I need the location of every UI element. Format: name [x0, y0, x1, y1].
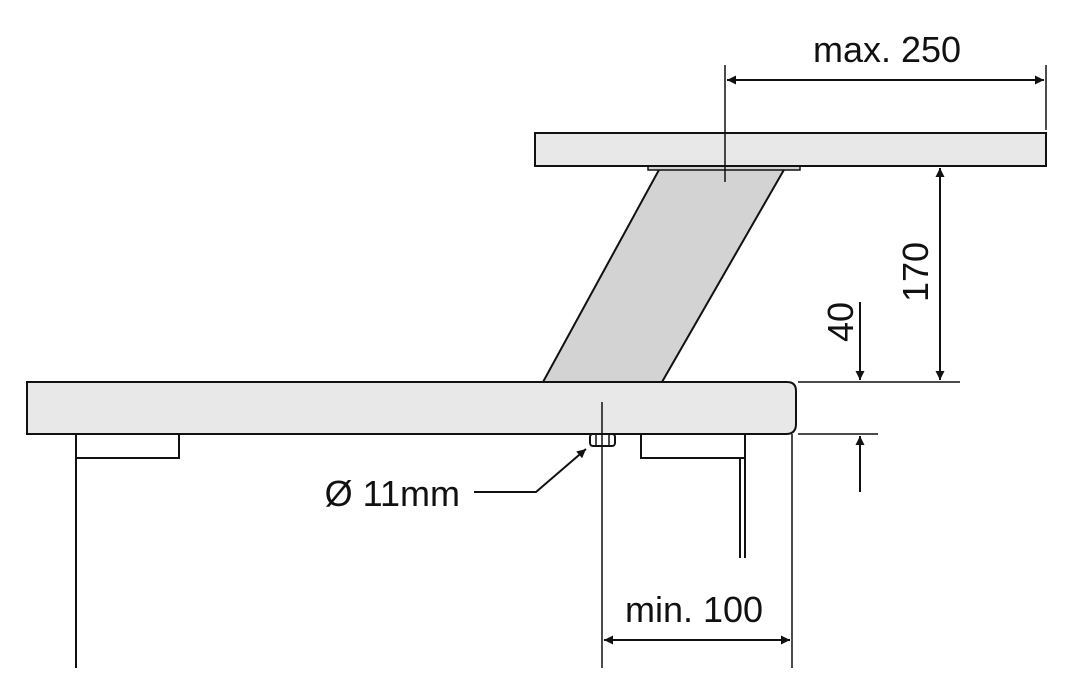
- extension-panel: [534, 132, 1047, 167]
- right-support-block: [640, 433, 746, 459]
- main-panel: [26, 381, 797, 435]
- edge-distance-min-label: min. 100: [625, 589, 763, 630]
- overhang-max-label: max. 250: [813, 29, 961, 70]
- left-support-block: [75, 433, 180, 459]
- angled-bracket: [541, 167, 787, 383]
- hole-diameter-leader: [474, 448, 587, 493]
- thickness-40-label: 40: [820, 302, 861, 342]
- hole-diameter-label: Ø 11mm: [325, 473, 460, 514]
- height-170-label: 170: [895, 242, 936, 302]
